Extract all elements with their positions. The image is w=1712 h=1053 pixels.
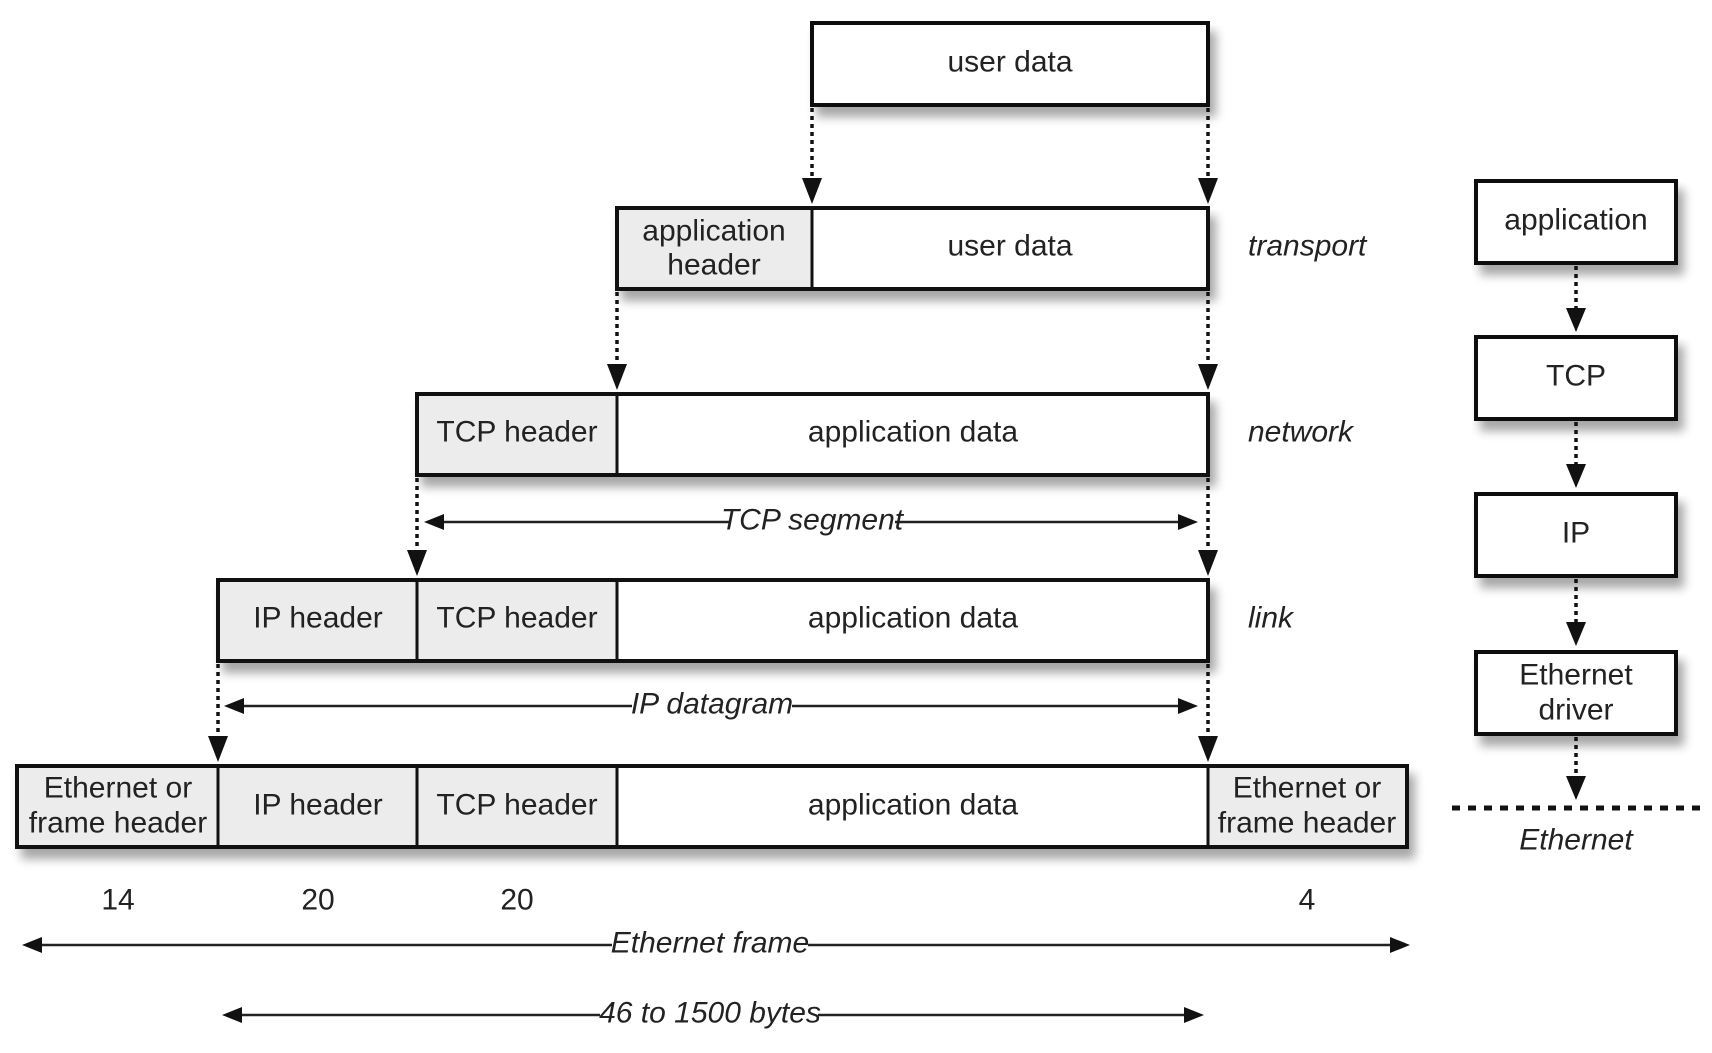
arrow-right-icon (1178, 698, 1198, 714)
stack-tcp-box (1474, 335, 1678, 421)
row-link: IP header TCP header application data li… (216, 578, 1295, 663)
row-user-data: user data (810, 21, 1210, 107)
ethernet-frame-label: Ethernet frame (611, 927, 809, 960)
layer-label-link: link (1248, 602, 1295, 635)
header-cells (19, 768, 617, 845)
encapsulation-arrows-1 (802, 108, 1218, 204)
stack-ethernet-driver-box (1474, 650, 1678, 736)
arrow-left-icon (424, 514, 444, 530)
arrow-down-icon (607, 364, 627, 390)
stack-ethernet-driver-label-line2: driver (1538, 694, 1613, 727)
network-row-outline (415, 392, 1210, 477)
ethernet-network-label: Ethernet (1519, 824, 1634, 857)
application-header-cell (619, 210, 812, 287)
ethernet-frame-span: Ethernet frame (22, 927, 1410, 960)
arrow-down-icon (407, 550, 427, 576)
arrow-down-icon (1566, 622, 1586, 646)
protocol-stack: application TCP IP Ethernet driver Ether… (1452, 179, 1706, 857)
ip-datagram-label: IP datagram (631, 688, 793, 721)
encapsulation-arrows-3 (407, 478, 1218, 576)
encapsulation-arrows-2 (607, 292, 1218, 390)
arrow-down-icon (1566, 464, 1586, 488)
payload-range-label: 46 to 1500 bytes (599, 997, 821, 1030)
stack-application-label: application (1504, 204, 1647, 237)
trailer-cell (1208, 768, 1405, 845)
layer-label-network: network (1248, 416, 1355, 449)
application-header-label-line2: header (667, 249, 760, 282)
ip-header-label: IP header (253, 789, 383, 822)
transport-row-outline (615, 206, 1210, 291)
size-tcp-header: 20 (500, 884, 533, 917)
link-row-outline (216, 578, 1210, 663)
ethernet-header-label-line2: frame header (29, 807, 207, 840)
stack-ip-box (1474, 492, 1678, 578)
tcp-header-label: TCP header (436, 416, 597, 449)
arrow-left-icon (22, 937, 42, 953)
arrow-left-icon (224, 698, 244, 714)
arrow-down-icon (1198, 178, 1218, 204)
arrow-right-icon (1184, 1007, 1204, 1023)
tcp-header-cell (419, 396, 617, 473)
stack-application-box (1474, 179, 1678, 265)
row-network: TCP header application data network (415, 392, 1355, 477)
ethernet-frame-outline (15, 764, 1409, 849)
arrow-right-icon (1178, 514, 1198, 530)
arrow-left-icon (222, 1007, 242, 1023)
arrow-down-icon (1566, 308, 1586, 332)
payload-range-span: 46 to 1500 bytes (222, 997, 1204, 1030)
field-sizes: 14 20 20 4 (101, 884, 1315, 917)
arrow-down-icon (1198, 550, 1218, 576)
user-data-label: user data (947, 46, 1072, 79)
tcp-header-label: TCP header (436, 602, 597, 635)
user-data-box (810, 21, 1210, 107)
tcp-header-label: TCP header (436, 789, 597, 822)
size-ethernet-trailer: 4 (1299, 884, 1316, 917)
size-ethernet-header: 14 (101, 884, 134, 917)
ethernet-trailer-label-line2: frame header (1218, 807, 1396, 840)
size-ip-header: 20 (301, 884, 334, 917)
arrow-right-icon (1390, 937, 1410, 953)
row-transport: application header user data transport (615, 206, 1368, 291)
encapsulation-arrows-4 (208, 664, 1218, 762)
ip-header-label: IP header (253, 602, 383, 635)
stack-ethernet-driver-label-line1: Ethernet (1519, 659, 1633, 692)
application-data-label: application data (808, 789, 1018, 822)
tcp-segment-label: TCP segment (721, 504, 905, 537)
ethernet-header-label-line1: Ethernet or (44, 772, 192, 805)
layer-label-transport: transport (1248, 230, 1368, 263)
stack-ip-label: IP (1562, 517, 1590, 550)
user-data-label: user data (947, 230, 1072, 263)
application-header-label-line1: application (642, 215, 785, 248)
arrow-down-icon (1198, 736, 1218, 762)
arrow-down-icon (208, 736, 228, 762)
application-data-label: application data (808, 416, 1018, 449)
arrow-down-icon (802, 178, 822, 204)
ip-datagram-span: IP datagram (224, 688, 1198, 721)
row-ethernet-frame: Ethernet or frame header IP header TCP h… (15, 764, 1409, 849)
stack-tcp-label: TCP (1546, 360, 1606, 393)
arrow-down-icon (1198, 364, 1218, 390)
ethernet-trailer-label-line1: Ethernet or (1233, 772, 1381, 805)
tcp-segment-span: TCP segment (424, 504, 1198, 537)
arrow-down-icon (1566, 776, 1586, 800)
application-data-label: application data (808, 602, 1018, 635)
